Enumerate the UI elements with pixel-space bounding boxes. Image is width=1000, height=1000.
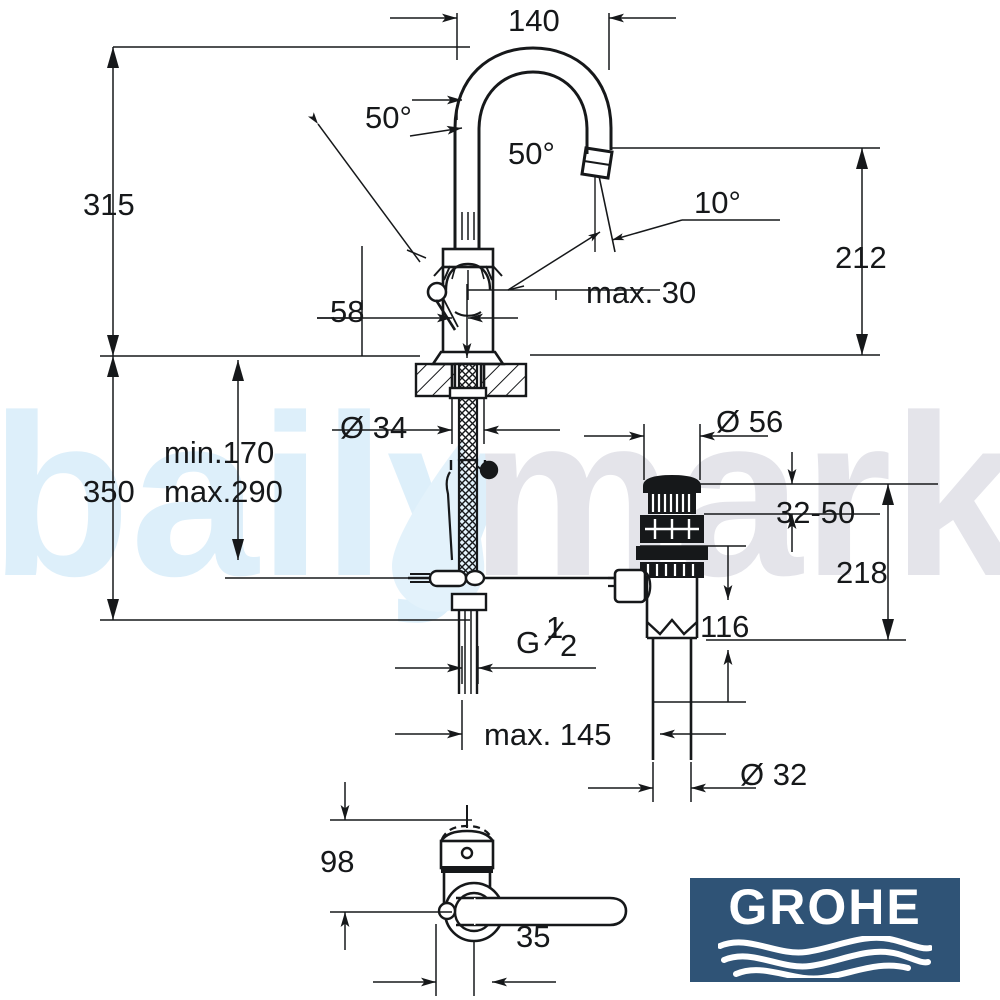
label-aerator-angle: 10° xyxy=(694,185,741,220)
label-thread-size: G 1 2 xyxy=(516,610,577,663)
arrow-hose-top xyxy=(232,360,244,381)
threaded-shank xyxy=(448,362,488,462)
label-swivel-left: 50° xyxy=(365,100,412,135)
handle-lever-arm xyxy=(474,896,628,927)
faucet-elevation xyxy=(408,46,620,694)
riser-detail-lines xyxy=(461,212,475,240)
label-handle-clearance: 58 xyxy=(330,294,364,329)
waste-tailpipe xyxy=(645,578,699,638)
label-hose-min: min.170 xyxy=(164,435,274,470)
dimension-labels: 140 315 50° 50° 10° 212 58 max. 30 Ø 34 … xyxy=(83,3,888,954)
dimension-lines xyxy=(100,13,938,996)
grohe-logo: GROHE xyxy=(690,878,960,982)
label-hose-max-length: max. 145 xyxy=(484,717,612,752)
label-overall-height: 315 xyxy=(83,187,135,222)
lift-rod-assembly xyxy=(408,569,620,588)
label-handle-height: 98 xyxy=(320,844,354,879)
fraction-slash xyxy=(544,621,564,646)
label-tailpipe-dia: Ø 32 xyxy=(740,757,807,792)
label-swivel-arc: 50° xyxy=(508,136,555,171)
popup-waste-assembly xyxy=(608,474,708,760)
label-waste-adjust: 32-50 xyxy=(776,495,855,530)
aerator-housing xyxy=(580,146,614,180)
label-waste-flange-dia: Ø 56 xyxy=(716,404,783,439)
dim-50-second-arrow xyxy=(409,125,463,137)
label-waste-height: 218 xyxy=(836,555,888,590)
hose-connector-ball xyxy=(479,460,499,480)
label-handle-offset: 35 xyxy=(516,919,550,954)
waste-flange-ribs xyxy=(651,494,691,512)
shank-nut xyxy=(448,386,488,400)
label-shank-diameter: Ø 34 xyxy=(340,410,407,445)
grohe-logo-text: GROHE xyxy=(728,879,922,935)
handle-detail-view xyxy=(437,805,628,943)
arrow-218-top xyxy=(882,484,894,505)
spout-inner-contour xyxy=(477,70,589,250)
arrow-212-bottom xyxy=(856,334,868,355)
handle-screw-hole xyxy=(460,846,474,860)
spout-outer-contour xyxy=(453,46,613,252)
lift-rod-clevis xyxy=(428,569,468,588)
label-spout-reach: 140 xyxy=(508,3,560,38)
watermark-group: baily marka xyxy=(0,367,1000,624)
grohe-wave-icon xyxy=(718,936,932,978)
label-total-350: 350 xyxy=(83,474,135,509)
cartridge-body xyxy=(426,247,503,352)
leader-50-left xyxy=(307,112,421,263)
leader-50-right xyxy=(507,231,601,291)
waste-shoulder xyxy=(636,546,708,560)
label-thread-g: G xyxy=(516,625,540,660)
label-hose-max: max.290 xyxy=(164,474,283,509)
waste-side-lever xyxy=(608,568,652,604)
label-countertop-max: max. 30 xyxy=(586,275,696,310)
leader-10-deg xyxy=(611,219,683,241)
tick-50-left xyxy=(406,249,427,259)
handle-dome-dashed xyxy=(440,824,494,840)
arrow-315-top xyxy=(107,47,119,68)
base-flange xyxy=(430,350,506,366)
label-thread-num: 1 xyxy=(546,610,563,645)
arrow-315-bottom xyxy=(107,335,119,356)
label-thread-den: 2 xyxy=(560,628,577,663)
waste-flange xyxy=(643,474,701,493)
arrow-218-bottom xyxy=(882,619,894,640)
label-tailpipe-height: 116 xyxy=(700,609,749,644)
break-symbol xyxy=(646,618,698,636)
label-spout-height: 212 xyxy=(835,240,887,275)
watermark-text-right: marka xyxy=(470,367,1000,624)
arrow-212-top xyxy=(856,148,868,169)
arrow-hose-bottom xyxy=(232,539,244,560)
arrow-350-top xyxy=(107,356,119,377)
arrow-350-bottom xyxy=(107,599,119,620)
hose-lower-fitting xyxy=(450,592,488,694)
